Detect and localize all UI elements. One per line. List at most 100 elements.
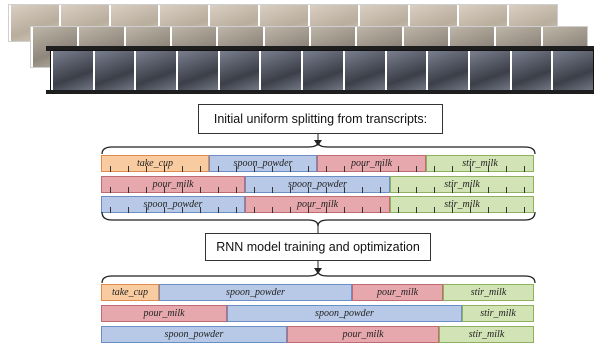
video-frame <box>426 51 468 93</box>
frame-tick <box>200 187 201 193</box>
frame-tick <box>344 187 345 193</box>
frame-tick <box>128 207 129 213</box>
video-frame <box>551 51 593 93</box>
frame-tick <box>182 207 183 213</box>
frame-tick <box>254 207 255 213</box>
frame-tick <box>146 207 147 213</box>
frame-tick <box>164 166 165 172</box>
frame-tick <box>416 207 417 213</box>
frame-tick <box>488 187 489 193</box>
frame-tick <box>434 207 435 213</box>
frame-tick <box>146 166 147 172</box>
frame-tick <box>434 166 435 172</box>
frame-tick <box>290 166 291 172</box>
video-frame <box>51 51 93 93</box>
segment-stir-milk: stir_milk <box>390 176 534 193</box>
segment-take-cup: take_cup <box>101 284 159 301</box>
video-frame <box>467 51 510 93</box>
frame-tick <box>308 187 309 193</box>
video-frame <box>217 51 260 93</box>
frame-tick <box>182 187 183 193</box>
frame-tick <box>272 187 273 193</box>
frame-tick <box>488 207 489 213</box>
frame-tick <box>236 207 237 213</box>
frame-tick <box>380 207 381 213</box>
frame-tick <box>434 187 435 193</box>
frame-tick <box>380 187 381 193</box>
segment-spoon-powder: spoon_powder <box>101 196 245 213</box>
frame-tick <box>344 207 345 213</box>
video-frame <box>384 51 427 93</box>
frame-tick <box>110 207 111 213</box>
segment-pour-milk: pour_milk <box>245 196 390 213</box>
segment-pour-milk: pour_milk <box>101 176 245 193</box>
frame-tick <box>254 166 255 172</box>
frame-tick <box>218 207 219 213</box>
frame-tick <box>524 166 525 172</box>
frame-tick <box>362 187 363 193</box>
frame-tick <box>362 166 363 172</box>
frame-tick <box>416 166 417 172</box>
frame-tick <box>254 187 255 193</box>
film-border-bottom <box>46 90 594 94</box>
segment-pour-milk: pour_milk <box>352 284 443 301</box>
frame-tick <box>452 187 453 193</box>
frame-tick <box>308 207 309 213</box>
video-frame <box>342 51 385 93</box>
frame-tick <box>362 207 363 213</box>
brace-middle <box>101 212 536 234</box>
segment-pour-milk: pour_milk <box>287 326 439 343</box>
frame-tick <box>218 187 219 193</box>
frame-tick <box>506 207 507 213</box>
step-initial-splitting: Initial uniform splitting from transcrip… <box>198 104 443 134</box>
segment-spoon-powder: spoon_powder <box>159 284 352 301</box>
frame-tick <box>164 207 165 213</box>
frame-tick <box>506 187 507 193</box>
video-frame <box>92 51 135 93</box>
frame-tick <box>380 166 381 172</box>
frame-tick <box>398 166 399 172</box>
frame-tick <box>236 166 237 172</box>
frame-tick <box>182 166 183 172</box>
segment-stir-milk: stir_milk <box>443 284 534 301</box>
segment-take-cup: take_cup <box>101 155 209 172</box>
frame-tick <box>290 187 291 193</box>
frame-tick <box>470 207 471 213</box>
frame-tick <box>146 187 147 193</box>
segment-stir-milk: stir_milk <box>462 305 534 322</box>
segment-stir-milk: stir_milk <box>439 326 534 343</box>
frame-tick <box>218 166 219 172</box>
segment-stir-milk: stir_milk <box>390 196 534 213</box>
step-rnn-training: RNN model training and optimization <box>205 233 431 261</box>
frame-tick <box>326 187 327 193</box>
video-frame <box>259 51 302 93</box>
frame-tick <box>488 166 489 172</box>
segment-stir-milk: stir_milk <box>426 155 534 172</box>
frame-tick <box>200 166 201 172</box>
video-frame <box>301 51 343 93</box>
frame-tick <box>470 166 471 172</box>
frame-tick <box>344 166 345 172</box>
frame-tick <box>398 207 399 213</box>
frame-tick <box>128 187 129 193</box>
frame-tick <box>272 166 273 172</box>
frame-tick <box>110 166 111 172</box>
frame-tick <box>128 166 129 172</box>
frame-tick <box>110 187 111 193</box>
frame-tick <box>452 166 453 172</box>
frame-tick <box>164 187 165 193</box>
segment-spoon-powder: spoon_powder <box>209 155 317 172</box>
video-frame <box>176 51 218 93</box>
film-border-top <box>46 46 594 51</box>
frame-tick <box>290 207 291 213</box>
frame-tick <box>398 187 399 193</box>
frame-tick <box>200 207 201 213</box>
frame-tick <box>308 166 309 172</box>
brace-bottom <box>101 261 536 283</box>
segment-pour-milk: pour_milk <box>101 305 227 322</box>
segment-pour-milk: pour_milk <box>317 155 426 172</box>
